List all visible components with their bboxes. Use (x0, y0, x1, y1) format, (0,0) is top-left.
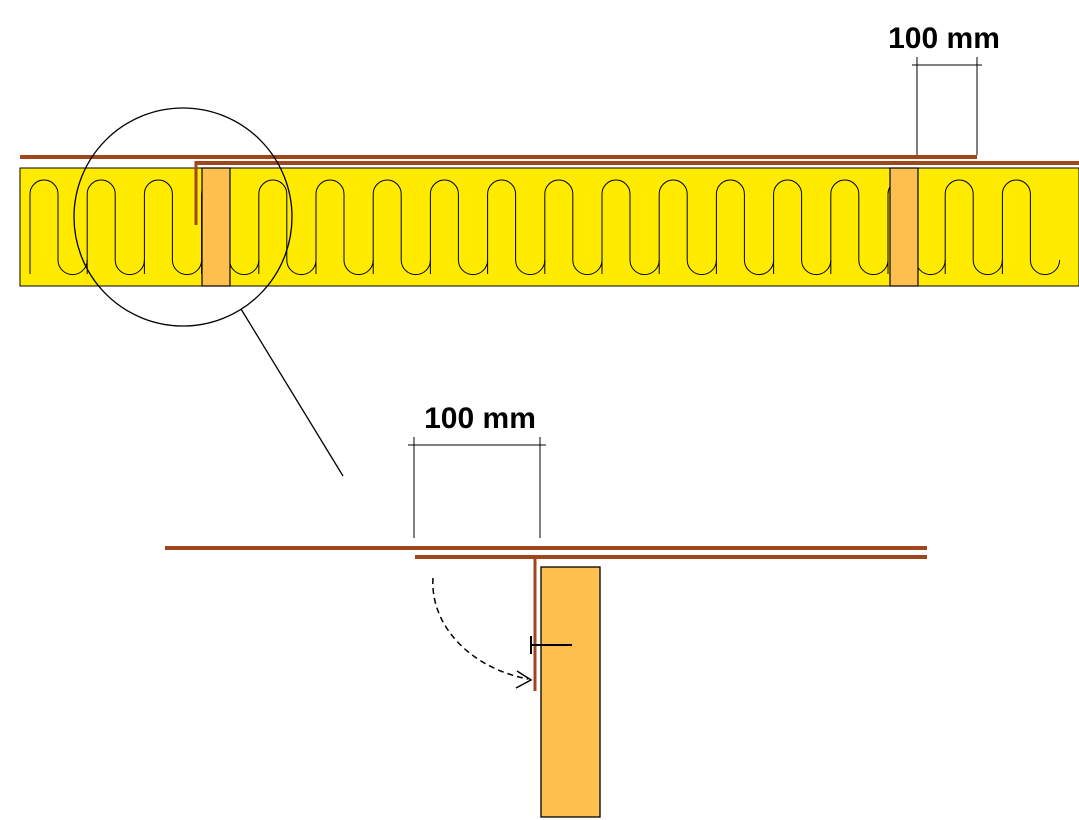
insulation-loop (86, 179, 145, 276)
insulation-loop (143, 179, 203, 276)
detail-timber-stud (540, 566, 601, 818)
dimension-detail (408, 437, 546, 538)
insulation-wave-pattern (29, 179, 1061, 276)
detail-view (165, 546, 927, 818)
dimension-label-top: 100 mm (888, 22, 1000, 55)
insulation-loop (1001, 179, 1061, 276)
insulation-loop (429, 179, 489, 276)
insulation-loop (258, 179, 317, 276)
insulation-loop (487, 179, 546, 276)
detail-magnifier-circle (73, 107, 293, 327)
insulation-loop (315, 179, 374, 276)
fold-arrowhead (515, 670, 533, 689)
insulation-loop (372, 179, 431, 276)
insulation-loop (544, 179, 603, 276)
insulation-loop (944, 179, 1003, 276)
timber-stud-right (889, 167, 919, 287)
insulation-loop (715, 179, 775, 276)
fold-direction-arrow (432, 577, 529, 680)
staple-fastener (530, 636, 572, 654)
wall-section (19, 155, 1079, 287)
insulation-loop (601, 179, 660, 276)
insulation-layer (19, 167, 1079, 287)
dimension-label-detail: 100 mm (424, 402, 536, 435)
insulation-loop (830, 179, 889, 276)
insulation-loop (773, 179, 832, 276)
dimension-top (912, 57, 982, 155)
detail-leader-line (240, 308, 344, 477)
insulation-loop (29, 179, 88, 276)
timber-stud-left (201, 167, 231, 287)
insulation-loop (658, 179, 717, 276)
